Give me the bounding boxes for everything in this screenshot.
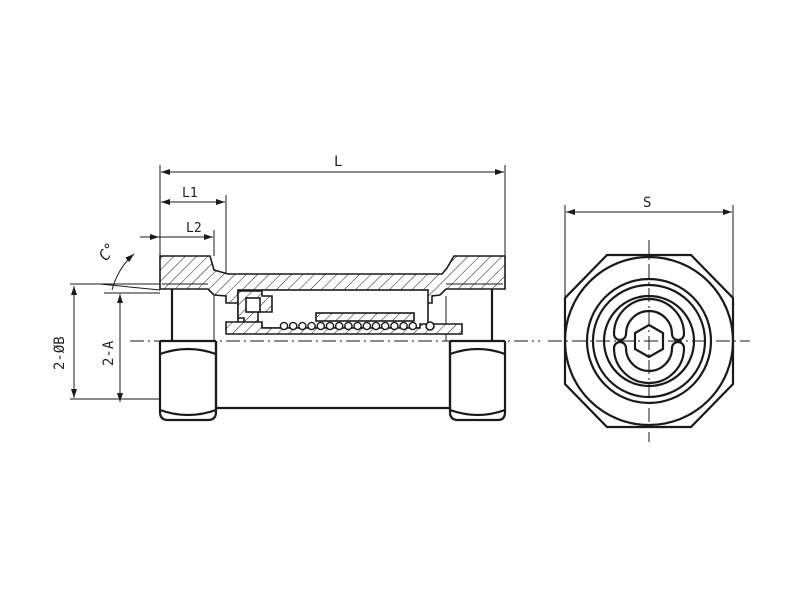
spring-coil — [353, 321, 362, 331]
spring-coil — [344, 321, 353, 331]
spring-coil — [362, 321, 372, 331]
spring-coil — [334, 321, 344, 331]
flow-slot-bottom — [612, 340, 686, 385]
hex-chamfer-circle — [563, 255, 735, 427]
spring-coil — [325, 321, 335, 331]
dim-label-s: S — [643, 195, 651, 211]
spring-coil — [316, 321, 326, 331]
hex-socket — [633, 323, 665, 359]
chamfer-arc — [111, 253, 135, 291]
dim-label-l2: L2 — [186, 221, 202, 236]
spring-coil — [288, 321, 298, 331]
spring-coil — [390, 321, 399, 331]
o-ring — [425, 321, 435, 331]
dim-label-b: 2-ØB — [52, 336, 68, 370]
hex-end-right — [449, 347, 506, 417]
seat-strip — [225, 321, 463, 335]
flow-slot-top — [612, 297, 686, 342]
end-view: S — [548, 195, 750, 442]
spring-coil — [371, 321, 381, 331]
dim-label-l: L — [334, 154, 342, 170]
body-outline-lower-right — [448, 341, 507, 422]
body-outline-lower — [158, 341, 218, 422]
spring-coil — [298, 321, 307, 331]
hex-outline — [563, 253, 735, 429]
dim-label-chamfer: C° — [95, 239, 120, 264]
poppet-face — [245, 297, 261, 313]
bore-circle-outer — [585, 277, 713, 405]
spring-coils — [279, 321, 418, 331]
spring-coil — [307, 321, 316, 331]
side-view: L L1 L2 C° 2-ØB 2-A — [52, 154, 540, 422]
body-lower-middle — [214, 341, 452, 410]
bore-circle-inner — [591, 283, 707, 399]
dim-label-l1: L1 — [182, 186, 198, 201]
chamfer-leader — [99, 283, 161, 291]
hex-end-left — [159, 347, 217, 417]
spring-coil — [408, 321, 418, 331]
spring-coil — [380, 321, 390, 331]
spring-coil — [279, 321, 289, 331]
spring-guide — [315, 312, 415, 322]
seat-circle — [602, 294, 696, 388]
dim-label-a: 2-A — [101, 340, 117, 366]
spring-coil — [399, 321, 408, 331]
